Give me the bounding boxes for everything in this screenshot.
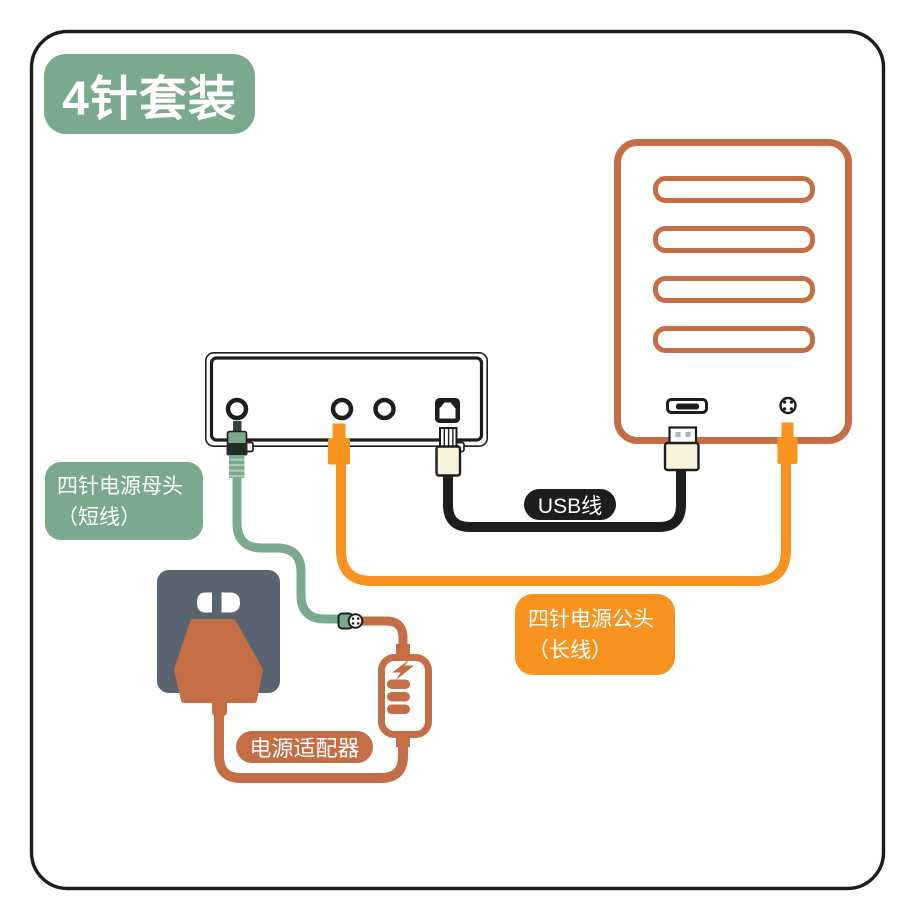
round-jack-icon: [373, 397, 396, 421]
male-plug-label: 四针电源公头 （长线）: [515, 594, 675, 675]
male-plug-label-line2: （长线）: [528, 639, 612, 662]
orange-plug-device-icon: [328, 423, 350, 465]
ac-plug-head: [174, 619, 263, 703]
kit-title-badge: 4针套装: [44, 54, 255, 134]
green-dc-plug-icon: [226, 421, 248, 478]
four-pin-port-icon: [779, 396, 797, 415]
adapter-bar: [387, 679, 410, 689]
tower-vent-slot: [653, 226, 815, 253]
four-pin-female-connector-icon: [337, 612, 364, 630]
adapter-bar: [387, 704, 410, 714]
usb-a-plug-icon: [663, 426, 700, 472]
power-adapter-label-text: 电源适配器: [249, 736, 360, 761]
orange-long-power-cable: [336, 452, 791, 586]
lightning-bolt-icon: [392, 659, 414, 680]
socket-hole-right: [221, 592, 240, 613]
interface-device: [205, 351, 488, 453]
usb-cable-label-text: USB线: [537, 494, 603, 518]
power-adapter-icon: [378, 644, 432, 747]
adapter-top-stub: [396, 644, 410, 656]
usb-a-port-icon: [666, 398, 708, 414]
round-jack-icon: [330, 397, 354, 421]
computer-tower: [614, 139, 852, 444]
tower-vent-slot: [653, 276, 815, 303]
female-plug-label: 四针电源母头 （短线）: [45, 462, 203, 540]
female-plug-label-line1: 四针电源母头: [57, 475, 183, 498]
usb-cable-label: USB线: [524, 489, 616, 520]
adapter-ac-cable: [214, 704, 408, 783]
socket-hole-left: [197, 592, 212, 613]
orange-plug-tower-icon: [777, 422, 798, 464]
male-plug-label-line1: 四针电源公头: [528, 608, 654, 631]
tower-vent-slot: [653, 176, 815, 203]
dc-power-jack-icon: [225, 397, 249, 421]
green-short-power-cable: [232, 458, 340, 624]
usb-b-port-icon: [435, 398, 460, 423]
adapter-dc-cable: [359, 616, 408, 652]
female-plug-label-line2: （短线）: [57, 506, 141, 529]
wall-socket-icon: [157, 570, 280, 716]
usb-b-plug-icon: [435, 427, 462, 477]
usb-cable: [443, 466, 686, 532]
adapter-bar: [387, 692, 410, 702]
ac-plug-stub: [212, 698, 227, 716]
tower-vent-slot: [653, 326, 815, 353]
kit-title-text: 4针套装: [62, 73, 237, 126]
adapter-bottom-stub: [396, 736, 410, 747]
power-adapter-label: 电源适配器: [233, 728, 376, 766]
